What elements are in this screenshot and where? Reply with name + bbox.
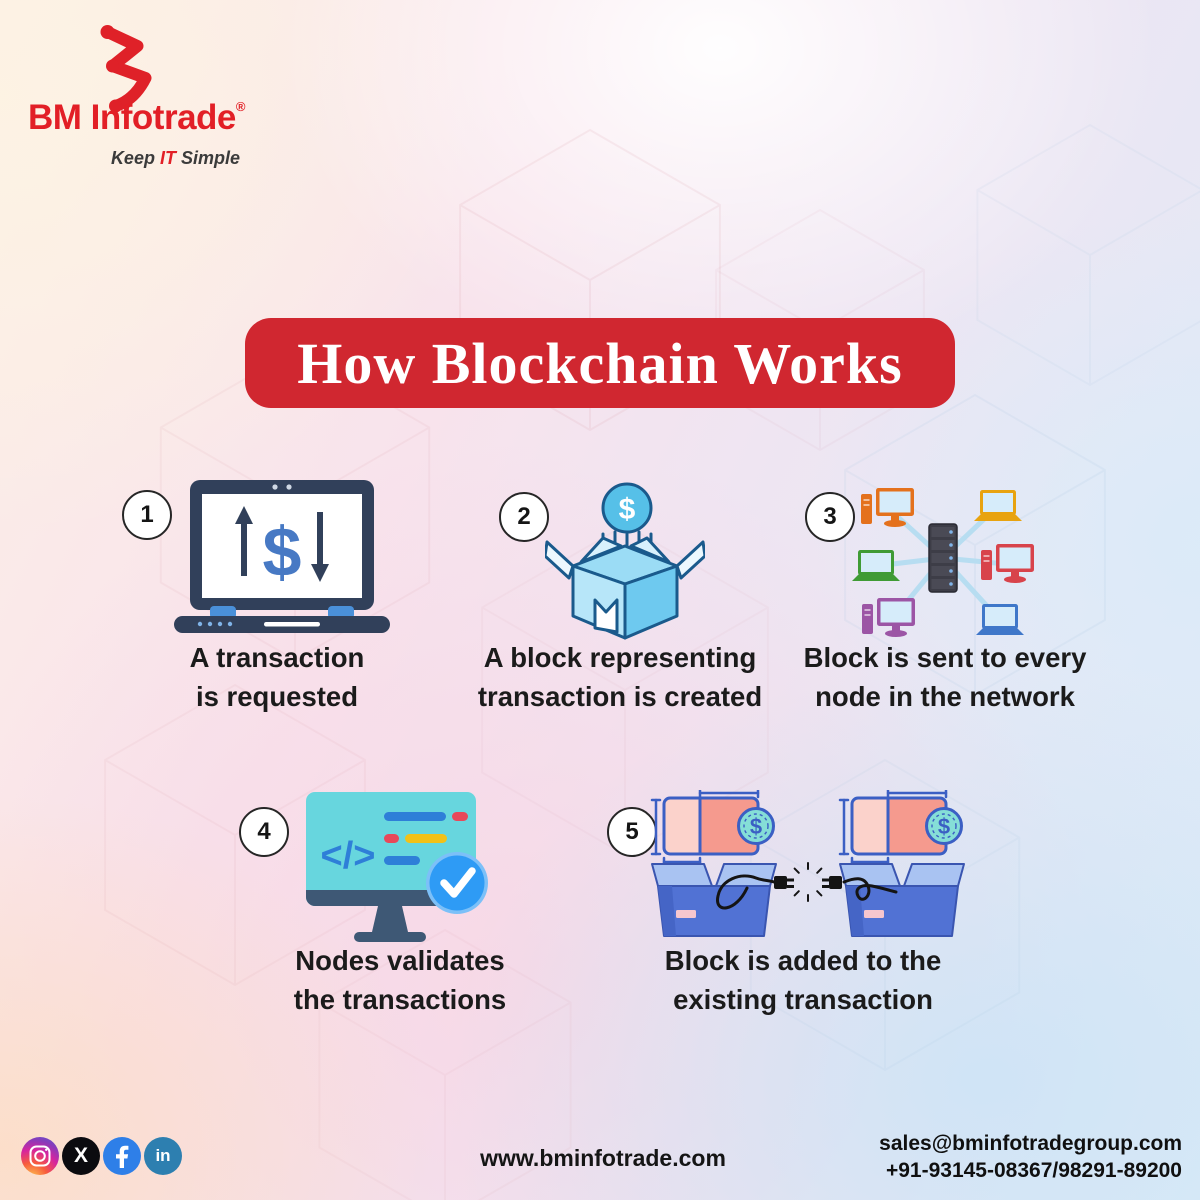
linkedin-icon[interactable]: in (144, 1137, 182, 1175)
laptop-dollar-transfer-icon: $ (174, 480, 390, 633)
contact-phone: +91-93145-08367/98291-89200 (885, 1159, 1182, 1182)
connector-cable (716, 874, 898, 910)
brand-tagline: Keep IT Simple (110, 148, 240, 168)
title-banner: How Blockchain Works (245, 318, 955, 408)
green-laptop-node (852, 550, 900, 581)
yellow-laptop-node (974, 490, 1022, 521)
code-glyph: </> (321, 835, 376, 877)
step-2-number: 2 (499, 492, 549, 542)
page-title: How Blockchain Works (297, 330, 903, 396)
step-1-caption: A transaction is requested (189, 642, 365, 712)
checkmark-icon (440, 867, 476, 898)
dollar-glyph: $ (263, 513, 302, 591)
step-4-caption: Nodes validates the transactions (293, 945, 507, 1015)
contact-email: sales@bminfotradegroup.com (879, 1132, 1182, 1155)
x-twitter-icon[interactable]: X (62, 1137, 100, 1175)
step-4-number: 4 (239, 807, 289, 857)
linked-blocks-plug-icon: $ (650, 790, 966, 938)
dollar-glyph: $ (619, 493, 636, 526)
bm-infotrade-logo-mark (100, 25, 152, 112)
brand-name: BM Infotrade® (28, 98, 288, 138)
brand-text: BM Infotrade (28, 98, 236, 137)
step-5-caption: Block is added to the existing transacti… (664, 945, 942, 1015)
purple-desktop-node (862, 598, 915, 637)
facebook-icon[interactable] (103, 1137, 141, 1175)
step-3-caption: Block is sent to every node in the netwo… (803, 642, 1087, 712)
instagram-icon[interactable] (21, 1137, 59, 1175)
step-1-number: 1 (122, 490, 172, 540)
code-monitor-checkmark-icon: </> (306, 792, 488, 942)
step-2-caption: A block representing transaction is crea… (477, 642, 763, 712)
contact-info: sales@bminfotradegroup.com +91-93145-083… (879, 1130, 1182, 1184)
transaction-block-right (838, 790, 966, 938)
transaction-block-left (650, 790, 778, 938)
step-3-number: 3 (805, 492, 855, 542)
registered-mark: ® (235, 99, 246, 114)
blue-laptop-node (976, 604, 1024, 635)
server-network-nodes-icon (852, 488, 1034, 637)
social-links: X in (21, 1137, 182, 1175)
spark-burst (793, 862, 823, 902)
website-url: www.bminfotrade.com (480, 1145, 726, 1171)
plug-icons (774, 876, 842, 889)
open-block-box-coin-icon: $ (545, 482, 705, 640)
red-desktop-node (981, 544, 1034, 583)
step-5-number: 5 (607, 807, 657, 857)
